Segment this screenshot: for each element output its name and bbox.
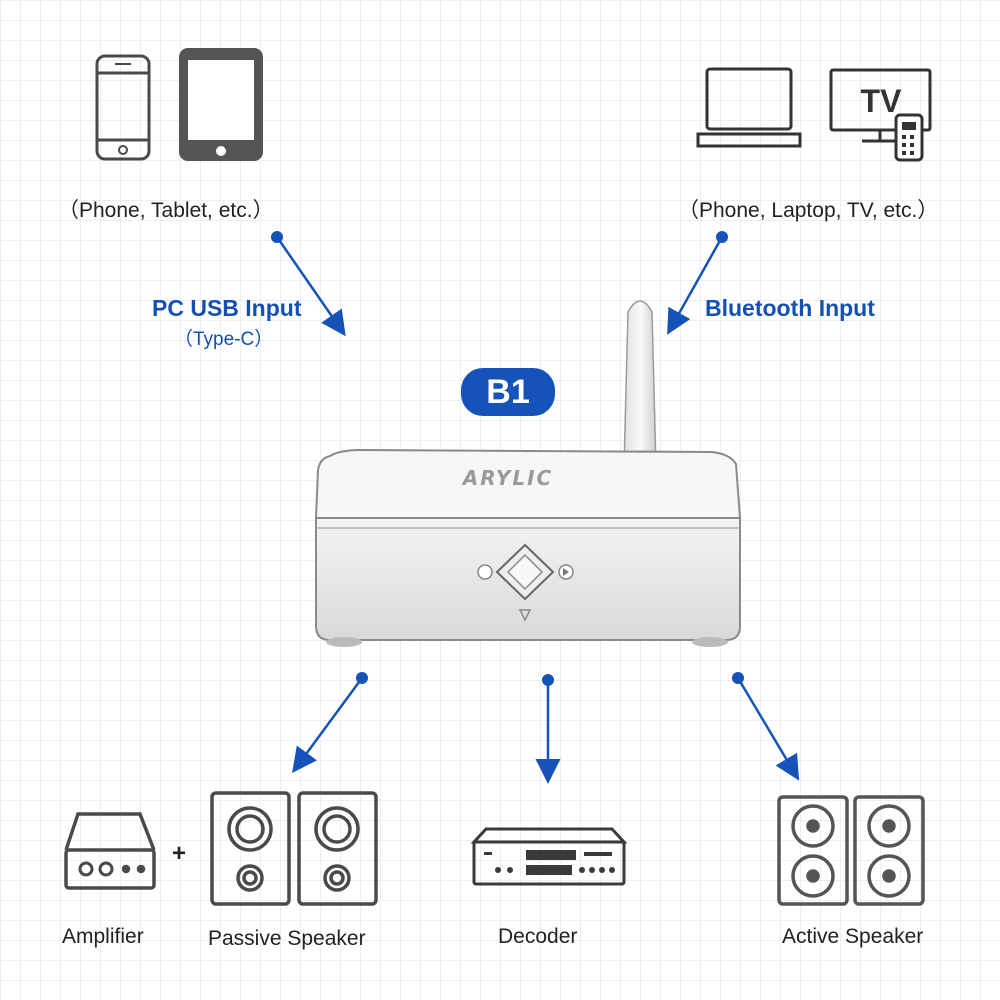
amplifier-label: Amplifier <box>62 925 144 948</box>
usb-input-sublabel: （Type-C） <box>174 329 274 350</box>
passive-speaker-label: Passive Speaker <box>208 927 366 950</box>
amplifier-icon <box>64 812 156 890</box>
control-knob-icon <box>495 543 555 601</box>
bluetooth-input-label: Bluetooth Input <box>705 295 875 321</box>
plus-sign: + <box>172 840 187 867</box>
active-speaker-icon <box>777 795 925 906</box>
passive-speaker-icon <box>210 791 378 906</box>
output-arrow-left <box>292 672 368 774</box>
output-arrow-right <box>732 672 800 781</box>
decoder-label: Decoder <box>498 925 578 948</box>
tablet-icon <box>179 48 263 161</box>
antenna <box>623 300 657 469</box>
brand-logo: ARYLIC <box>461 466 553 490</box>
usb-input-arrow <box>271 231 346 337</box>
status-led-icon <box>518 609 532 622</box>
output-arrow-center <box>535 674 561 784</box>
source-right-caption: （Phone, Laptop, TV, etc.） <box>678 199 939 222</box>
prev-button-icon <box>477 564 493 580</box>
tv-label: TV <box>861 83 903 119</box>
active-speaker-label: Active Speaker <box>782 925 924 948</box>
laptop-icon <box>696 67 802 148</box>
usb-input-label: PC USB Input <box>152 295 302 321</box>
phone-icon <box>95 54 151 161</box>
source-left-caption: （Phone, Tablet, etc.） <box>58 199 274 222</box>
b1-device: ARYLIC <box>314 448 742 647</box>
bluetooth-input-arrow <box>667 231 728 335</box>
remote-icon <box>894 113 924 162</box>
model-badge: B1 <box>461 368 555 416</box>
tv-icon: TV <box>829 68 932 162</box>
decoder-icon <box>470 827 628 886</box>
